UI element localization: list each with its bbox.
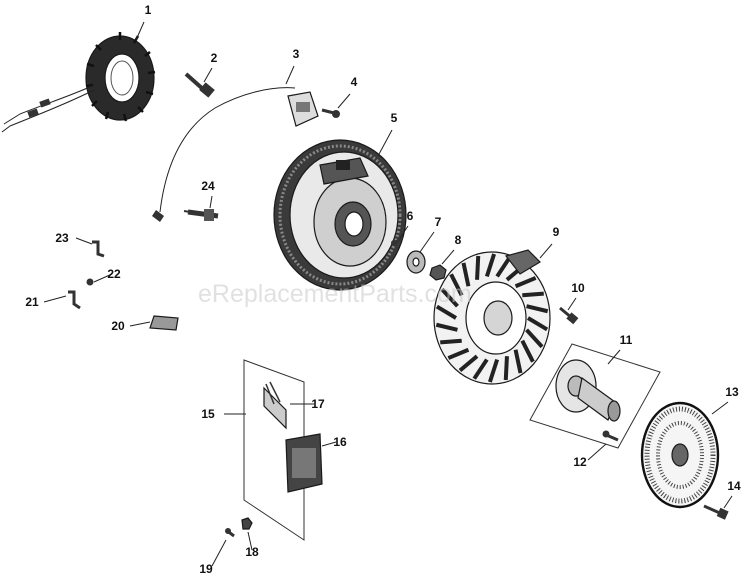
callout-3: 3 [293, 47, 300, 61]
callout-4: 4 [351, 75, 358, 89]
leader-lines [43, 21, 733, 567]
leader-line-2 [203, 67, 213, 83]
callout-6: 6 [407, 209, 414, 223]
fan-blade [449, 273, 464, 297]
fan-blade [522, 291, 544, 298]
leader-line-8 [441, 249, 455, 265]
part-nut-18[interactable] [241, 517, 253, 530]
part-stator[interactable] [1, 32, 156, 133]
callout-21: 21 [25, 295, 39, 309]
callout-19: 19 [199, 562, 213, 576]
callout-17: 17 [311, 397, 325, 411]
leader-line-23 [75, 237, 93, 245]
fan-blade [475, 255, 481, 280]
fan-blade [484, 253, 496, 278]
fan-blade [440, 338, 462, 345]
callout-8: 8 [455, 233, 462, 247]
part-nut-22[interactable] [86, 278, 94, 286]
leader-line-12 [587, 443, 607, 461]
part-washer-7[interactable] [406, 250, 426, 274]
fan-blade [520, 339, 535, 363]
part-screw-12[interactable] [602, 430, 619, 442]
callout-11: 11 [620, 333, 633, 347]
callout-1: 1 [145, 3, 152, 17]
callout-10: 10 [571, 281, 585, 295]
leader-line-14 [723, 495, 733, 509]
callout-15: 15 [201, 407, 215, 421]
fan-blade [435, 322, 458, 332]
callout-20: 20 [111, 319, 125, 333]
part-nut-8[interactable] [429, 264, 447, 281]
callout-22: 22 [107, 267, 121, 281]
part-boot[interactable] [149, 315, 179, 331]
leader-line-18 [247, 531, 253, 551]
leader-line-24 [209, 195, 213, 209]
part-clip-23[interactable] [92, 240, 105, 258]
callout-9: 9 [553, 225, 560, 239]
watermark-text: eReplacementParts.com [198, 280, 472, 308]
fan-blade [514, 276, 537, 289]
fan-blade [461, 262, 471, 287]
part-rectifier-kit[interactable] [243, 359, 305, 541]
leader-line-3 [285, 65, 295, 85]
part-spark-plug[interactable] [183, 209, 219, 221]
leader-line-1 [135, 21, 145, 41]
part-screw-10[interactable] [559, 306, 579, 325]
callout-18: 18 [245, 545, 259, 559]
leader-line-13 [711, 401, 729, 415]
fan-blade [440, 287, 459, 308]
leader-line-4 [337, 93, 351, 109]
leader-line-19 [211, 539, 227, 567]
fan-blade [526, 304, 549, 314]
leader-line-22 [93, 273, 113, 283]
part-ignition-wire[interactable] [152, 87, 319, 222]
part-clip-21[interactable] [68, 290, 81, 310]
leader-line-10 [567, 297, 577, 311]
callout-12: 12 [573, 455, 587, 469]
fan-blade [525, 328, 544, 349]
fan-blade [526, 316, 549, 332]
leader-line-11 [607, 349, 621, 365]
fan-blade [447, 347, 470, 360]
leader-line-9 [539, 243, 553, 259]
fan-blade [503, 356, 509, 381]
fan-blade [513, 349, 523, 374]
callout-5: 5 [391, 111, 398, 125]
part-rectifier-regulator[interactable] [285, 433, 323, 493]
callout-13: 13 [725, 385, 739, 399]
leader-line-7 [419, 231, 435, 253]
part-screw-4[interactable] [321, 108, 340, 118]
callout-14: 14 [727, 479, 741, 493]
callout-23: 23 [55, 231, 69, 245]
fan-blade [435, 304, 458, 320]
callout-2: 2 [211, 51, 218, 65]
leader-line-16 [321, 441, 337, 447]
fan-blade [472, 358, 489, 380]
leader-line-20 [129, 321, 151, 327]
callout-7: 7 [435, 215, 442, 229]
part-hub[interactable] [529, 343, 661, 449]
part-screw-14[interactable] [703, 504, 729, 520]
fan-blade [458, 354, 479, 373]
part-flywheel[interactable] [273, 139, 407, 291]
callout-24: 24 [201, 179, 215, 193]
leader-line-21 [43, 295, 67, 303]
leader-line-5 [377, 129, 393, 157]
part-bolt-2[interactable] [184, 72, 215, 98]
fan-blade [495, 256, 512, 278]
part-screw-19[interactable] [225, 528, 235, 538]
fan-blade [488, 358, 500, 383]
leader-line-6 [399, 225, 409, 239]
part-fan[interactable] [433, 249, 551, 385]
part-screw-6[interactable] [391, 236, 403, 246]
part-grass-screen[interactable] [640, 401, 720, 509]
callout-16: 16 [333, 435, 347, 449]
